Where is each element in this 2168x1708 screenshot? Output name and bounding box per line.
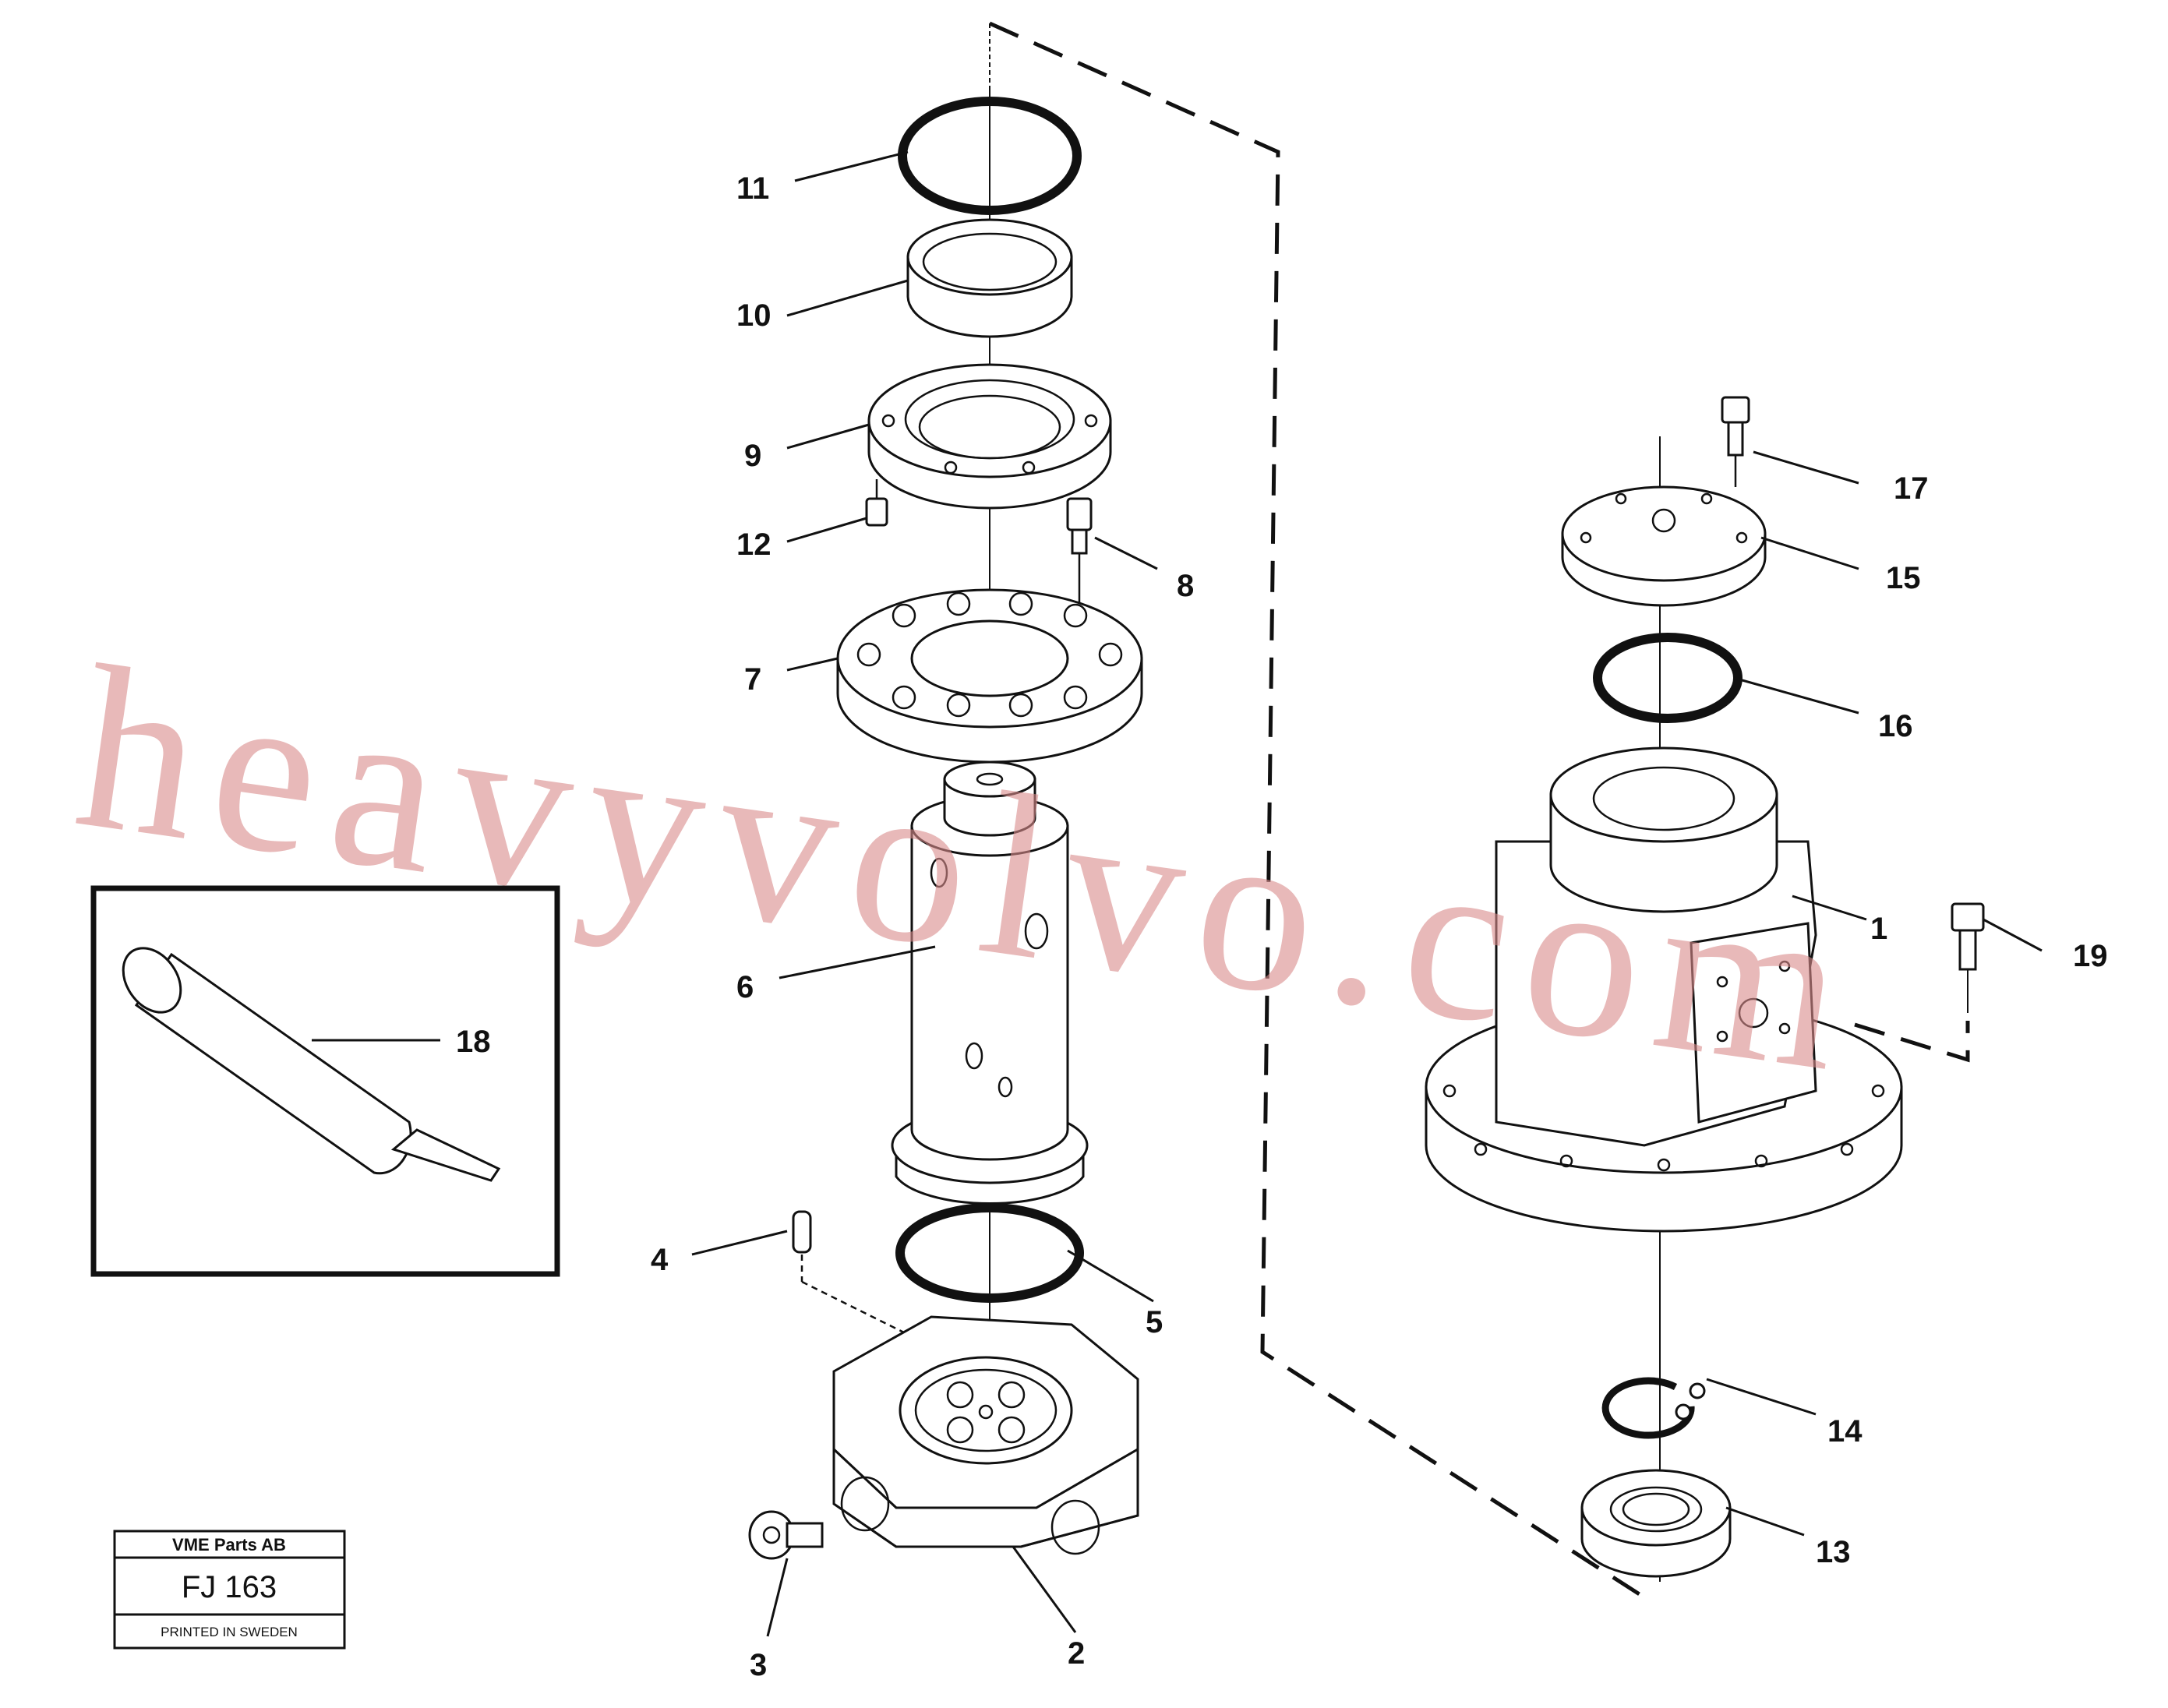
callout-2: 2	[1068, 1636, 1085, 1671]
callout-8: 8	[1177, 569, 1194, 603]
leader-lines	[312, 150, 2043, 1637]
callout-15: 15	[1886, 561, 1921, 595]
callout-6: 6	[736, 970, 754, 1004]
sealant-tube-part-18	[90, 885, 560, 1277]
callout-5: 5	[1146, 1305, 1163, 1339]
screw-part-8	[1066, 497, 1093, 608]
callout-3: 3	[750, 1648, 767, 1682]
screw-part-12	[865, 479, 888, 527]
cover-part-15	[1561, 485, 1767, 607]
vme-stamp: VME Parts AB FJ 163 PRINTED IN SWEDEN	[113, 1530, 346, 1650]
o-ring-part-16	[1593, 633, 1743, 723]
callout-13: 13	[1816, 1535, 1851, 1569]
callout-17: 17	[1894, 471, 1929, 506]
shaft-part-6	[891, 760, 1089, 1205]
o-ring-part-5	[895, 1203, 1084, 1303]
housing-part-1	[1425, 746, 1903, 1233]
callout-18: 18	[456, 1025, 491, 1059]
callout-4: 4	[651, 1243, 669, 1277]
stamp-code: FJ 163	[182, 1570, 277, 1604]
callout-16: 16	[1878, 709, 1913, 743]
bolt-part-19	[1951, 902, 1985, 971]
callout-12: 12	[736, 528, 772, 562]
bearing-part-13	[1580, 1469, 1732, 1578]
seal-ring-part-10	[906, 218, 1073, 338]
callout-14: 14	[1827, 1414, 1863, 1449]
o-ring-part-11	[898, 97, 1082, 215]
circlip-part-14	[1601, 1377, 1706, 1439]
callout-7: 7	[744, 662, 761, 697]
plug-part-3	[748, 1510, 824, 1560]
stamp-company: VME Parts AB	[172, 1535, 286, 1554]
callout-9: 9	[744, 439, 761, 473]
flange-part-9	[867, 363, 1112, 510]
callout-19: 19	[2073, 939, 2108, 973]
bolt-part-17	[1721, 396, 1750, 487]
callout-labels: 11 10 9 12 8 7 6 18 4 5 2 3 17 15 16 1 1…	[456, 171, 2108, 1682]
valve-block-part-2	[832, 1315, 1139, 1555]
callout-10: 10	[736, 298, 772, 333]
pin-part-4	[792, 1210, 920, 1342]
stamp-footer: PRINTED IN SWEDEN	[161, 1625, 298, 1639]
callout-11: 11	[736, 171, 769, 206]
callout-1: 1	[1870, 912, 1887, 946]
